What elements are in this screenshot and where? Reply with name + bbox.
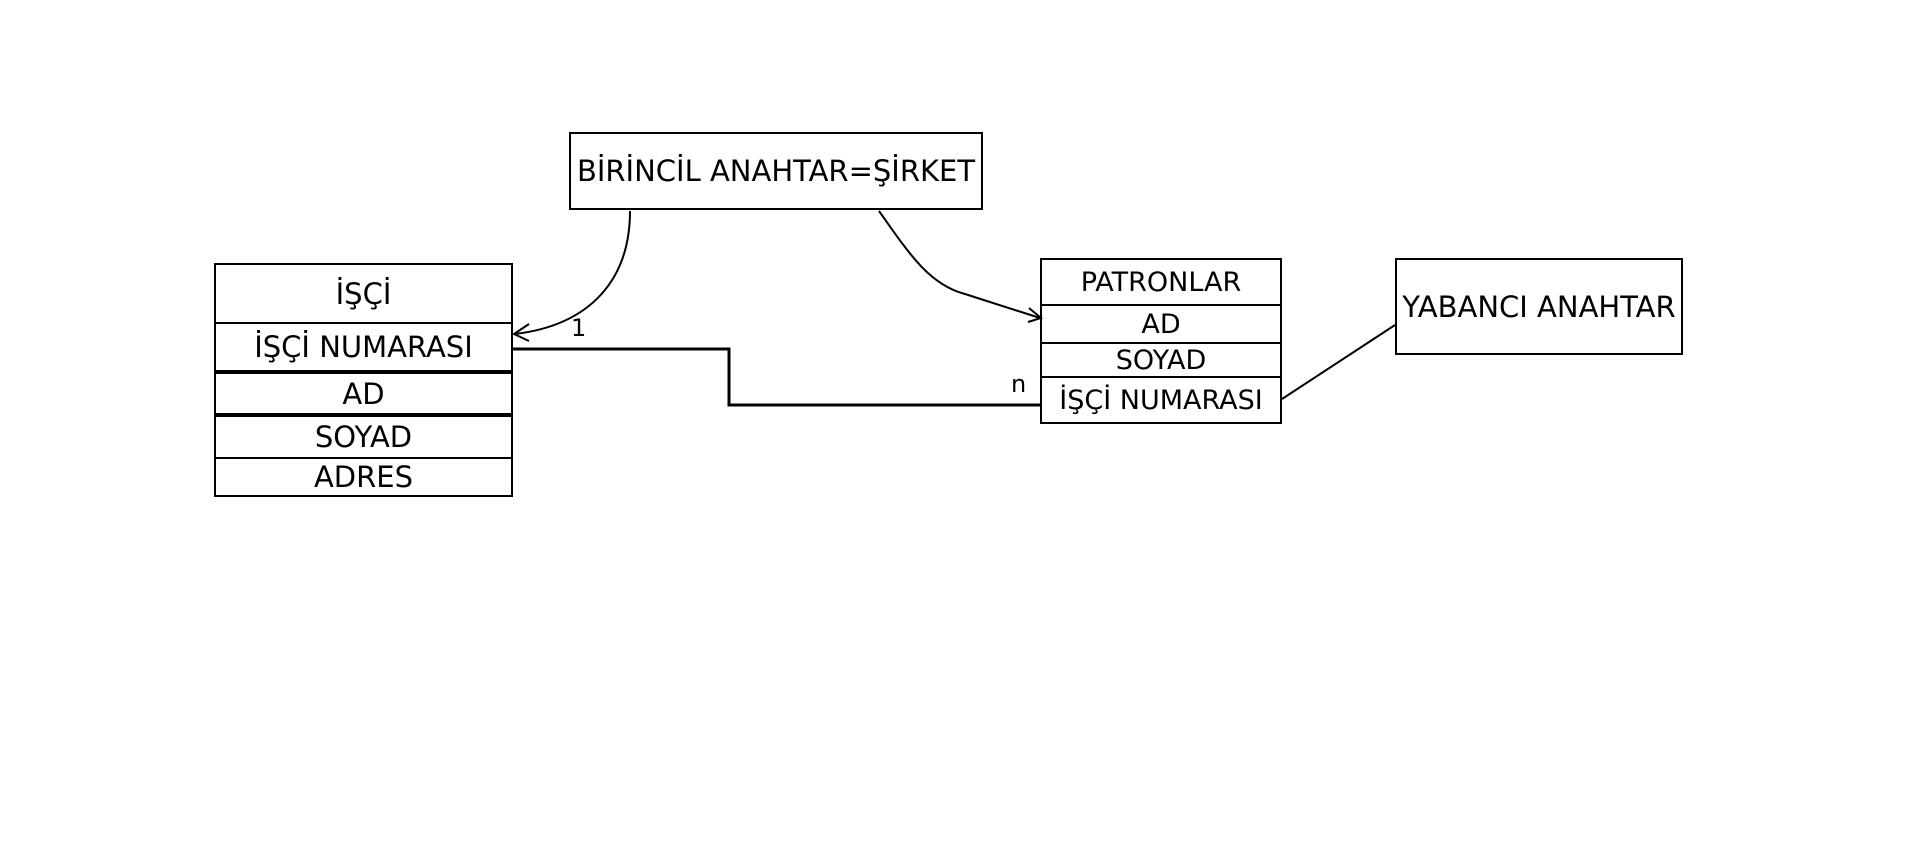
isci-table-title: İŞÇİ xyxy=(216,265,511,323)
primary-key-box: BİRİNCİL ANAHTAR=ŞİRKET xyxy=(569,132,983,210)
isci-field-label: SOYAD xyxy=(314,420,413,454)
isci-field-divider xyxy=(216,413,511,417)
patronlar-field-isci-numarasi: İŞÇİ NUMARASI xyxy=(1042,378,1280,422)
patronlar-field-ad: AD xyxy=(1042,306,1280,342)
patronlar-field-divider xyxy=(1042,376,1280,378)
patronlar-title-divider xyxy=(1042,304,1280,306)
foreign-key-link xyxy=(1281,324,1396,400)
isci-title-divider xyxy=(216,322,511,324)
isci-field-adres: ADRES xyxy=(216,459,511,495)
patronlar-table-title: PATRONLAR xyxy=(1042,260,1280,304)
cardinality-many-label: n xyxy=(1011,370,1027,398)
patronlar-table-title-label: PATRONLAR xyxy=(1080,266,1242,298)
isci-field-divider xyxy=(216,370,511,374)
patronlar-table: PATRONLAR AD SOYAD İŞÇİ NUMARASI xyxy=(1040,258,1282,424)
isci-field-isci-numarasi: İŞÇİ NUMARASI xyxy=(216,324,511,370)
cardinality-one-label: 1 xyxy=(571,314,587,342)
isci-table: İŞÇİ İŞÇİ NUMARASI AD SOYAD ADRES xyxy=(214,263,513,497)
patronlar-field-label: İŞÇİ NUMARASI xyxy=(1059,384,1263,416)
relationship-line xyxy=(513,347,1040,407)
isci-field-label: ADRES xyxy=(313,460,414,494)
foreign-key-label: YABANCI ANAHTAR xyxy=(1402,289,1676,324)
isci-field-label: AD xyxy=(342,376,385,411)
patronlar-field-label: AD xyxy=(1141,308,1181,340)
isci-field-divider xyxy=(216,457,511,459)
isci-table-title-label: İŞÇİ xyxy=(335,277,392,311)
patronlar-field-soyad: SOYAD xyxy=(1042,344,1280,376)
primary-key-to-patronlar-arrow xyxy=(878,210,1041,319)
primary-key-label: BİRİNCİL ANAHTAR=ŞİRKET xyxy=(576,154,976,188)
patronlar-field-divider xyxy=(1042,342,1280,344)
arrow-head-icon xyxy=(511,323,530,342)
patronlar-field-label: SOYAD xyxy=(1115,344,1207,376)
isci-field-soyad: SOYAD xyxy=(216,417,511,457)
isci-field-ad: AD xyxy=(216,374,511,413)
isci-field-label: İŞÇİ NUMARASI xyxy=(254,330,473,364)
foreign-key-box: YABANCI ANAHTAR xyxy=(1395,258,1683,355)
